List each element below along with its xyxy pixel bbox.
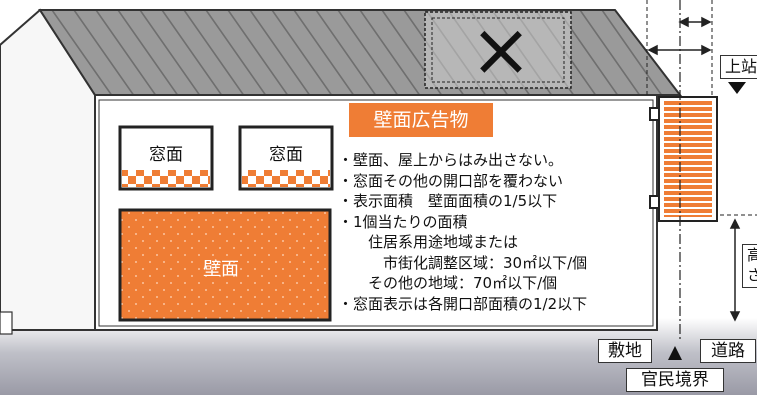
wall-sign-label: 壁面 [203,259,239,280]
rule-line: その他の地域：70㎡以下/個 [338,274,558,292]
height-label-line-1: 高 [747,245,757,265]
roof-sign-frame [424,11,572,89]
site-label: 敷地 [598,339,652,363]
rule-line: ・窓面その他の開口部を覆わない [338,171,564,190]
prohibited-x-icon: × [470,7,533,93]
rule-line: 住居系用途地域または [338,233,519,251]
height-label-partial: 高 さ [742,244,757,288]
rule-line: ・1個当たりの面積 [338,212,468,231]
rules-list: ・壁面、屋上からはみ出さない。 ・窓面その他の開口部を覆わない ・表示面積 壁面… [338,150,587,314]
ground-level-marker [728,82,746,94]
rule-line: ・表示面積 壁面面積の1/5以下 [338,192,558,210]
roof [38,9,683,96]
rule-line: ・窓面表示は各開口部面積の1/2以下 [338,294,588,313]
road-label: 道路 [700,339,756,363]
boundary-label: 官民境界 [626,368,724,392]
rule-line: 市街化調整区域：30㎡以下/個 [338,253,588,272]
sign-title: 壁面広告物 [349,103,493,137]
projecting-sign-stripes [664,101,712,217]
boundary-marker [668,346,682,360]
window-label-2: 窓面 [269,145,303,165]
wall-sign [118,208,332,322]
top-label-partial: 上站 [720,55,757,79]
window-label-1: 窓面 [149,145,183,165]
height-label-line-2: さ [747,265,757,285]
rule-line: ・壁面、屋上からはみ出さない。 [338,151,564,169]
